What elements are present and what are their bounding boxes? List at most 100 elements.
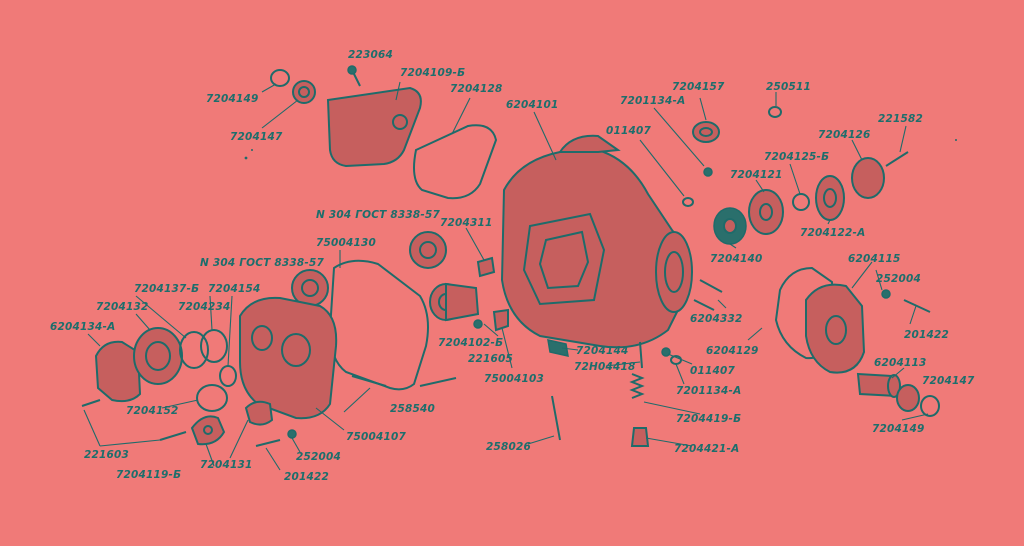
leader-lines [83,81,929,471]
housing-6204101-flange [655,231,693,313]
screw-221605 [473,319,483,329]
label-252004-right: 252004 [876,273,921,285]
sleeve-7204102-body [445,282,480,322]
label-7204421: 7204421-А [674,443,739,455]
bearing-n304-upper [409,231,447,269]
label-7204131: 7204131 [200,459,253,471]
specks [244,85,957,160]
label-75004130: 75004130 [316,237,376,249]
ring-7204149 [270,69,290,87]
gasket-7204128 [413,124,498,200]
cover-75004107-boss-2 [251,325,273,351]
label-75004103: 75004103 [484,373,544,385]
washer-250511 [768,106,782,118]
label-7204234: 7204234 [178,301,231,313]
label-72H04418: 72Н04418 [574,361,636,373]
label-7204126: 7204126 [818,129,871,141]
label-221605: 221605 [468,353,513,365]
bearing-7204147 [292,80,316,104]
label-7204311: 7204311 [440,217,493,229]
part-drawings [81,65,940,447]
label-75004107: 75004107 [346,431,407,443]
label-250511: 250511 [766,81,811,93]
housing-6204101-window-inner [538,230,590,290]
spring-72H04418 [639,341,643,369]
housing-6204101-flange-inner [664,251,684,293]
label-011407-bottom: 011407 [690,365,736,377]
label-7204128: 7204128 [450,83,503,95]
bracket-75004103 [492,308,509,332]
label-6204129: 6204129 [706,345,759,357]
bearing-7204147-right [896,384,920,412]
part-labels: 223064 7204109-Б 7204149 7204147 7204128… [50,49,975,483]
housing-6204101-top [558,134,621,153]
flange-7204132 [133,327,183,385]
plug-7204421 [630,427,650,447]
label-201422-right: 201422 [904,329,949,341]
seal-7204154 [219,365,237,387]
flange-7204119-hole [203,425,213,435]
washer-252004-left [287,429,297,439]
label-7204121: 7204121 [730,169,783,181]
label-7204119: 7204119-Б [116,469,181,481]
plate-6204134 [94,340,142,403]
washer-252004-right [881,289,891,299]
bracket-7204131 [244,400,274,426]
ring-7204125 [792,193,810,211]
washer-011407-top [682,197,694,207]
pin-6204332-b [693,299,715,311]
rod-258540-a [351,375,387,387]
flange-7204119 [190,415,226,446]
bearing-7204147-inner [298,86,310,98]
hub-7204122-inner [823,188,837,208]
flange-7204132-inner [145,341,171,371]
bolt-221603-a [81,399,101,407]
label-7201134-bottom: 7201134-А [676,385,741,397]
label-7204152: 7204152 [126,405,179,417]
label-223064: 223064 [348,49,393,61]
label-201422-left: 201422 [284,471,329,483]
label-n304-upper: N 304 ГОСТ 8338-57 [316,209,440,221]
hub-7204122 [815,175,845,221]
cover-6204115 [805,283,866,374]
gasket-75004130 [328,259,429,391]
screw-221582 [885,151,909,167]
nut-7201134-top [703,167,713,177]
label-7204149-top: 7204149 [206,93,259,105]
ring-7204149-right [920,395,940,417]
ring-7204157 [692,121,720,143]
bolt-201422-left [255,439,281,447]
label-258026: 258026 [486,441,531,453]
label-7204147-right: 7204147 [922,375,975,387]
label-6204115: 6204115 [848,253,901,265]
label-6204134: 6204134-А [50,321,115,333]
label-7204149-right: 7204149 [872,423,925,435]
bearing-n304-lower-inner [301,279,319,297]
bushing-7204311 [476,256,496,278]
label-7204132: 7204132 [96,301,149,313]
disc-7204121 [748,189,784,235]
label-6204101: 6204101 [506,99,559,111]
label-7204154: 7204154 [208,283,261,295]
housing-6204101-window [522,212,606,306]
key-7204144 [547,339,569,357]
label-7204102: 7204102-Б [438,337,503,349]
cap-7204126 [851,157,885,199]
label-6204113: 6204113 [874,357,927,369]
ring-7204157-inner [699,127,713,137]
seal-7204140-inner [723,218,737,234]
label-252004-left: 252004 [296,451,341,463]
bolt-201422-right [903,299,931,313]
label-7204109: 7204109-Б [400,67,465,79]
label-7204144: 7204144 [576,345,629,357]
spring-7204419 [629,373,645,399]
label-7204419: 7204419-Б [676,413,741,425]
label-7204140: 7204140 [710,253,763,265]
rod-258540-b [419,377,457,387]
label-221603: 221603 [84,449,129,461]
cover-75004107 [239,296,338,420]
label-7201134-top: 7201134-А [620,95,685,107]
cover-6204115-boss [825,315,847,345]
cover-75004107-boss [281,333,311,367]
